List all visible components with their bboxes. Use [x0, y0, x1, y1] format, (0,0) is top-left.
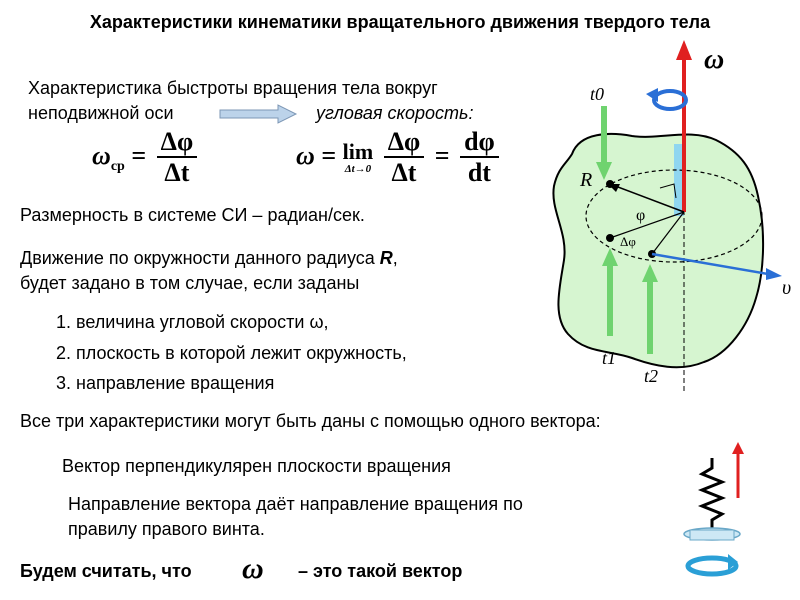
rotation-diagram: ω R φ Δφ υ t0 t1 t2: [552, 40, 791, 394]
perpendicular-text: Вектор перпендикулярен плоскости вращени…: [62, 456, 451, 476]
motion-line-1b: ,: [392, 248, 398, 268]
spring-icon: [697, 458, 727, 532]
velocity-label: υ: [782, 277, 791, 299]
motion-line-2: будет задано в том случае, если заданы: [20, 273, 360, 293]
lim-label: lim: [342, 139, 374, 164]
radius-symbol: R: [379, 248, 393, 268]
rotation-arrow-icon: [646, 88, 688, 111]
dimension-text: Размерность в системе СИ – радиан/сек.: [20, 205, 365, 225]
direction-line-2: правилу правого винта.: [68, 519, 265, 539]
t0-label: t0: [590, 84, 604, 104]
t1-label: t1: [602, 348, 616, 368]
conclusion-a: Будем считать, что: [20, 561, 192, 581]
green-arrow-t1: [602, 248, 618, 336]
arrow-right-icon: [219, 104, 298, 124]
list-item: 2. плоскость в которой лежит окружность,: [56, 343, 407, 363]
velocity-arrowhead-icon: [766, 268, 782, 280]
dphi-label: Δφ: [620, 234, 636, 249]
radius-label: R: [579, 169, 592, 191]
intro-line-1: Характеристика быстроты вращения тела во…: [28, 78, 438, 98]
intro-line-2b: угловая скорость:: [316, 103, 474, 123]
green-arrow-t2: [642, 264, 658, 354]
equals-sign: =: [131, 140, 147, 170]
omega-symbol: ω: [92, 140, 111, 170]
omega-symbol: ω: [242, 552, 264, 585]
denominator-2: dt: [467, 158, 491, 187]
denominator: Δt: [164, 158, 190, 187]
green-arrow-t0: [596, 106, 612, 180]
list-item: 1. величина угловой скорости ω,: [56, 312, 329, 332]
direction-line-1: Направление вектора даёт направление вра…: [68, 494, 523, 514]
motion-line-1: Движение по окружности данного радиуса R…: [20, 246, 398, 270]
t2-label: t2: [644, 366, 658, 386]
numerator-2: dφ: [460, 128, 499, 158]
all-three-text: Все три характеристики могут быть даны с…: [20, 411, 601, 431]
rigid-body: [552, 133, 765, 369]
denominator: Δt: [391, 158, 417, 187]
omega-arrowhead-icon: [676, 40, 692, 60]
formula-average: ωср = Δφ Δt: [92, 128, 201, 188]
list-item: 3. направление вращения: [56, 373, 275, 393]
motion-line-1a: Движение по окружности данного радиуса: [20, 248, 380, 268]
numerator: Δφ: [383, 128, 425, 158]
numerator: Δφ: [156, 128, 198, 158]
omega-label: ω: [704, 44, 724, 75]
slide-title: Характеристики кинематики вращательного …: [89, 12, 711, 32]
intro-line-2a: неподвижной оси: [28, 103, 174, 123]
conclusion-b: – это такой вектор: [298, 561, 463, 581]
equals-sign: =: [321, 140, 337, 170]
phi-label: φ: [636, 207, 645, 224]
equals-sign-2: =: [434, 140, 450, 170]
omega-symbol: ω: [296, 140, 315, 170]
lim-under: Δt→0: [344, 163, 372, 175]
formula-instant: ω = lim Δt→0 Δφ Δt = dφ dt: [296, 128, 503, 188]
rotation-arrow-icon: [685, 554, 739, 577]
subscript-avg: ср: [110, 158, 125, 174]
screw-rule-diagram: [683, 442, 744, 577]
